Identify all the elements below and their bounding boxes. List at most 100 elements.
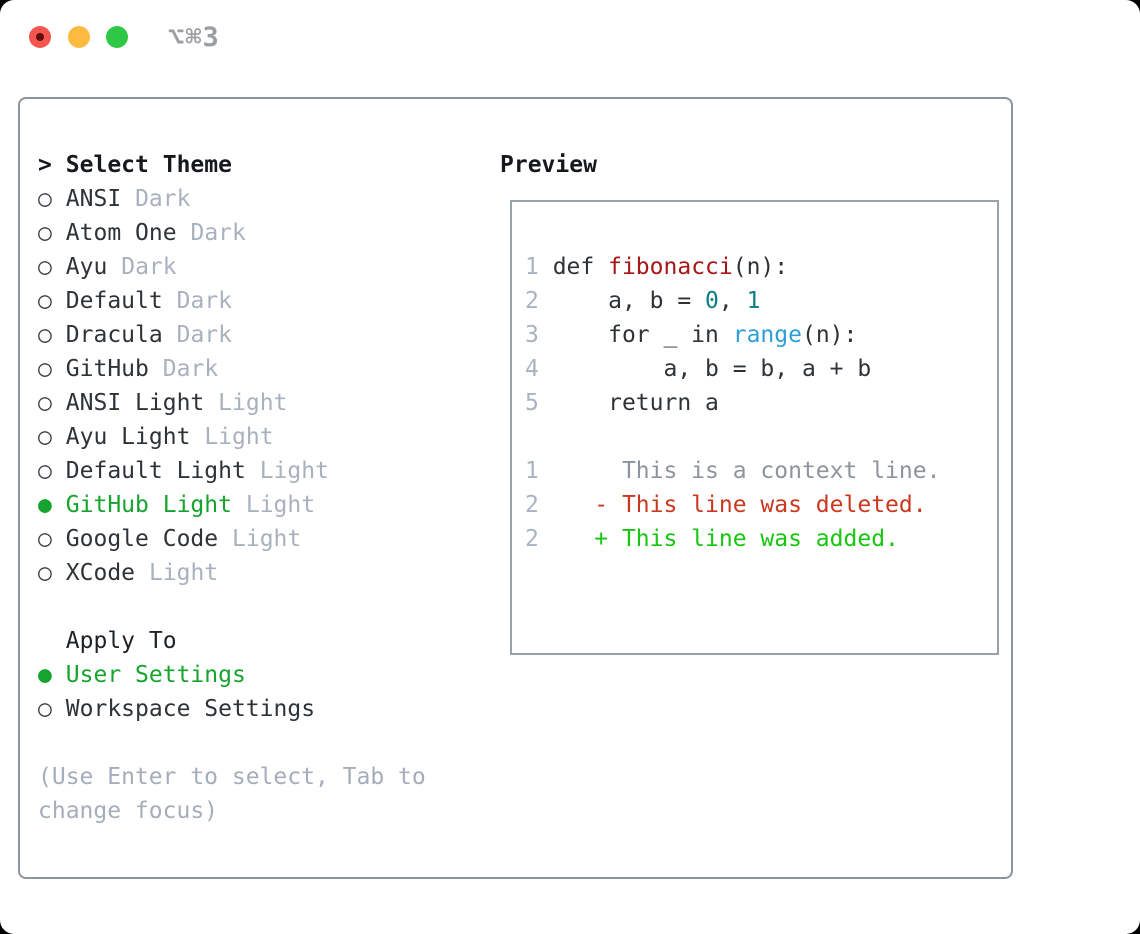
- radio-unselected-icon: ○: [38, 254, 52, 280]
- theme-variant: Light: [232, 526, 302, 552]
- apply-to-header: Apply To: [65, 628, 177, 654]
- radio-unselected-icon: ○: [38, 288, 52, 314]
- theme-name: Dracula: [65, 322, 163, 348]
- theme-option-atom-one-dark[interactable]: ○ Atom One Dark: [38, 216, 426, 250]
- code-text: [539, 492, 594, 518]
- theme-name: GitHub Light: [65, 492, 232, 518]
- added-text: + This line was added.: [594, 526, 899, 552]
- theme-variant: Light: [148, 560, 219, 586]
- theme-name: Default Light: [65, 458, 246, 484]
- code-text: def: [538, 254, 609, 280]
- diff-deleted-line: 2 - This line was deleted.: [525, 488, 997, 522]
- code-line: 3 for _ in range(n):: [525, 318, 997, 352]
- radio-unselected-icon: ○: [38, 458, 52, 484]
- apply-option-label: User Settings: [65, 662, 246, 688]
- theme-name: GitHub: [65, 356, 149, 382]
- line-number: 3: [525, 322, 539, 348]
- blank-line: [525, 420, 997, 454]
- code-line: 1 def fibonacci(n):: [525, 250, 997, 284]
- window-title: ⌥⌘3: [168, 22, 220, 53]
- code-text: a, b =: [538, 288, 706, 314]
- radio-unselected-icon: ○: [38, 186, 52, 212]
- preview-pane: 1 def fibonacci(n): 2 a, b = 0, 1 3 for …: [510, 200, 999, 655]
- theme-name: Atom One: [65, 220, 177, 246]
- help-text-line1: (Use Enter to select, Tab to: [38, 764, 426, 790]
- line-number: 5: [525, 390, 539, 416]
- theme-variant: Light: [259, 458, 329, 484]
- code-text: return a: [538, 390, 719, 416]
- radio-unselected-icon: ○: [38, 560, 52, 586]
- apply-option-user-settings[interactable]: ● User Settings: [38, 658, 426, 692]
- theme-variant: Light: [245, 492, 316, 518]
- builtin-name: range: [732, 322, 802, 348]
- theme-option-dracula-dark[interactable]: ○ Dracula Dark: [38, 318, 426, 352]
- radio-unselected-icon: ○: [38, 220, 52, 246]
- radio-unselected-icon: ○: [38, 322, 52, 348]
- theme-option-ayu-dark[interactable]: ○ Ayu Dark: [38, 250, 426, 284]
- zoom-button[interactable]: [106, 26, 128, 48]
- theme-option-ansi-dark[interactable]: ○ ANSI Dark: [38, 182, 426, 216]
- code-line: 4 a, b = b, a + b: [525, 352, 997, 386]
- number-literal: 0: [705, 288, 719, 314]
- apply-option-label: Workspace Settings: [65, 696, 316, 722]
- line-number: 2: [525, 492, 539, 518]
- radio-unselected-icon: ○: [38, 424, 52, 450]
- prompt-caret-icon: >: [38, 152, 52, 178]
- code-text: (n):: [801, 322, 858, 348]
- function-name: fibonacci: [608, 254, 733, 280]
- window-titlebar: ⌥⌘3: [0, 0, 1140, 74]
- theme-variant: Light: [218, 390, 288, 416]
- theme-option-default-dark[interactable]: ○ Default Dark: [38, 284, 426, 318]
- code-text: for _ in: [538, 322, 733, 348]
- line-number: 1: [525, 458, 539, 484]
- help-text-line2: change focus): [38, 798, 219, 824]
- radio-selected-icon: ●: [38, 662, 52, 688]
- theme-name: ANSI Light: [65, 390, 205, 416]
- radio-unselected-icon: ○: [38, 696, 52, 722]
- minimize-button[interactable]: [68, 26, 90, 48]
- theme-name: Google Code: [65, 526, 219, 552]
- theme-option-ansi-light[interactable]: ○ ANSI Light Light: [38, 386, 426, 420]
- theme-variant: Dark: [190, 220, 246, 246]
- diff-added-line: 2 + This line was added.: [525, 522, 997, 556]
- theme-name: Default: [65, 288, 163, 314]
- section-title: Select Theme: [65, 152, 232, 178]
- code-line: 5 return a: [525, 386, 997, 420]
- theme-name: Ayu: [65, 254, 108, 280]
- line-number: 4: [525, 356, 539, 382]
- line-number: 2: [525, 288, 539, 314]
- code-text: ,: [718, 288, 747, 314]
- close-button[interactable]: [29, 26, 51, 48]
- theme-variant: Dark: [176, 288, 233, 314]
- theme-name: Ayu Light: [65, 424, 191, 450]
- theme-variant: Dark: [135, 186, 191, 212]
- theme-variant: Dark: [121, 254, 177, 280]
- select-theme-header: > Select Theme: [38, 148, 426, 182]
- line-number: 1: [525, 254, 539, 280]
- theme-variant: Dark: [176, 322, 233, 348]
- preview-header: Preview: [500, 152, 597, 178]
- number-literal: 1: [746, 288, 761, 314]
- theme-option-default-light[interactable]: ○ Default Light Light: [38, 454, 426, 488]
- theme-option-xcode[interactable]: ○ XCode Light: [38, 556, 426, 590]
- theme-option-github-light[interactable]: ● GitHub Light Light: [38, 488, 426, 522]
- theme-option-ayu-light[interactable]: ○ Ayu Light Light: [38, 420, 426, 454]
- theme-variant: Light: [204, 424, 274, 450]
- context-text: This is a context line.: [538, 458, 941, 484]
- deleted-text: - This line was deleted.: [594, 492, 927, 518]
- theme-option-google-code[interactable]: ○ Google Code Light: [38, 522, 426, 556]
- code-line: 2 a, b = 0, 1: [525, 284, 997, 318]
- theme-name: ANSI: [65, 186, 122, 212]
- apply-option-workspace-settings[interactable]: ○ Workspace Settings: [38, 692, 426, 726]
- radio-unselected-icon: ○: [38, 356, 52, 382]
- line-number: 2: [525, 526, 539, 552]
- theme-name: XCode: [65, 560, 136, 586]
- radio-unselected-icon: ○: [38, 526, 52, 552]
- radio-selected-icon: ●: [38, 492, 52, 518]
- code-text: (n):: [732, 254, 789, 280]
- radio-unselected-icon: ○: [38, 390, 52, 416]
- code-text: a, b = b, a + b: [538, 356, 872, 382]
